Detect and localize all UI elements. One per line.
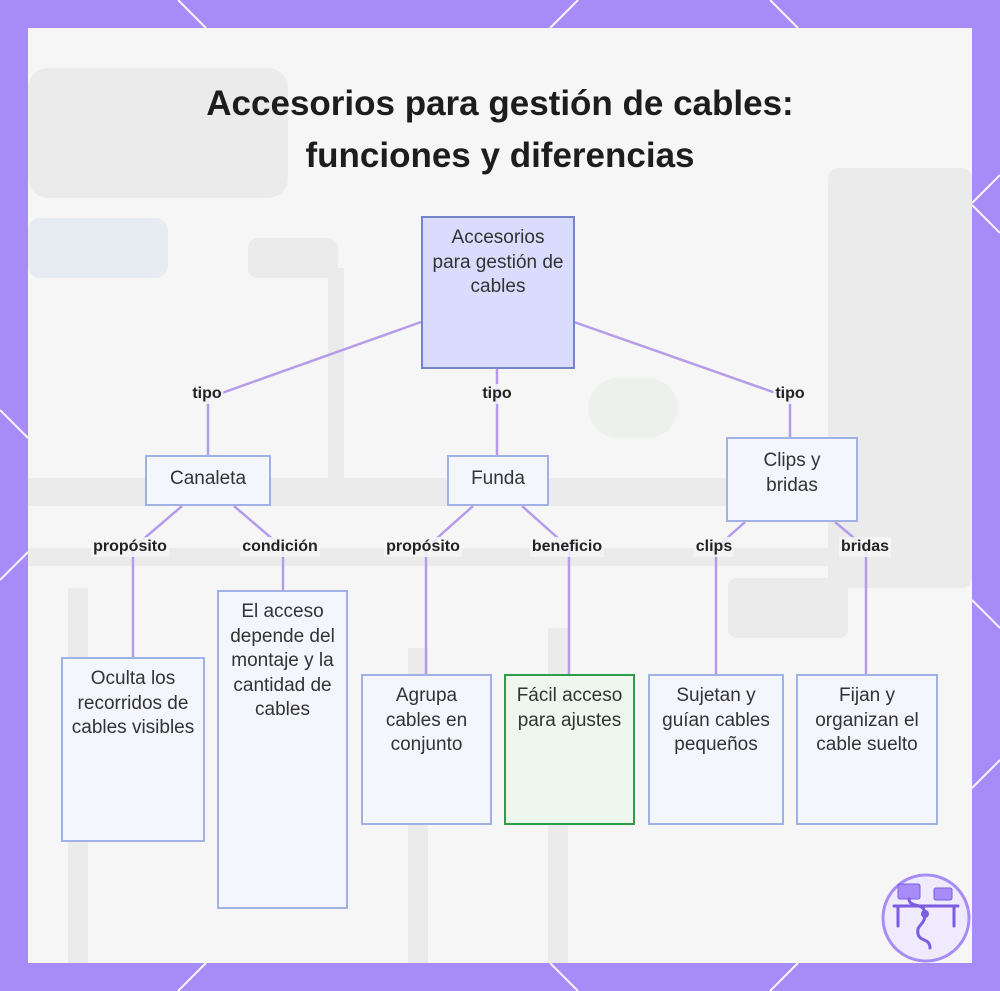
desk-cable-logo-icon <box>881 873 971 963</box>
edge-label-bridas: bridas <box>838 537 892 557</box>
node-acceso-depende: El acceso depende del montaje y la canti… <box>217 590 348 909</box>
edge-label-tipo: tipo <box>480 384 514 404</box>
edge-label-tipo: tipo <box>773 384 807 404</box>
edge-label-condicion: condición <box>240 537 320 557</box>
node-clips-bridas: Clips y bridas <box>726 437 858 522</box>
edge-label-proposito: propósito <box>91 537 169 557</box>
edge-label-tipo: tipo <box>190 384 224 404</box>
node-oculta-recorridos: Oculta los recorridos de cables visibles <box>61 657 205 842</box>
edge-label-proposito: propósito <box>384 537 462 557</box>
node-canaleta: Canaleta <box>145 455 271 506</box>
diagram-title: Accesorios para gestión de cables: funci… <box>0 78 1000 182</box>
edge-funda-agrupa <box>424 505 474 674</box>
edge-label-beneficio: beneficio <box>529 537 605 557</box>
node-facil-acceso: Fácil acceso para ajustes <box>504 674 635 825</box>
node-fijan-organizan: Fijan y organizan el cable suelto <box>796 674 938 825</box>
title-line-2: funciones y diferencias <box>305 136 695 175</box>
node-funda: Funda <box>447 455 549 506</box>
edge-funda-facil <box>521 505 571 674</box>
edge-label-clips: clips <box>693 537 735 557</box>
edge-root-clips <box>573 320 792 437</box>
node-agrupa-cables: Agrupa cables en conjunto <box>361 674 492 825</box>
edge-canaleta-oculta <box>131 505 183 657</box>
node-root: Accesorios para gestión de cables <box>421 216 575 369</box>
edge-root-canaleta <box>206 320 422 455</box>
title-line-1: Accesorios para gestión de cables: <box>206 84 794 123</box>
node-sujetan-guian: Sujetan y guían cables pequeños <box>648 674 784 825</box>
